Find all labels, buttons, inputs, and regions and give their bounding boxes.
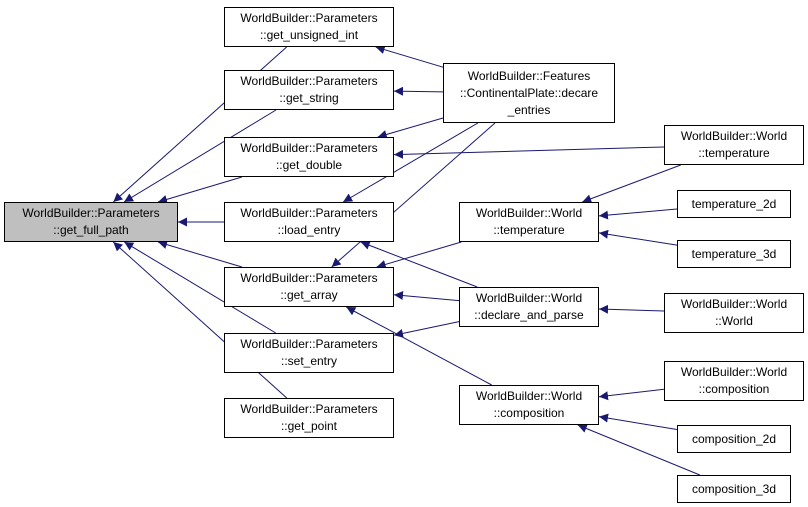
node-label-line: WorldBuilder::Parameters (240, 74, 378, 88)
edge-declare-parse-to-load-entry (360, 241, 478, 288)
edge-w-composition-to-composition (598, 388, 665, 401)
node-composition[interactable]: WorldBuilder::World::composition (459, 385, 599, 425)
node-label-line: composition_3d (691, 481, 777, 496)
node-composition-3d[interactable]: composition_3d (677, 475, 791, 503)
node-string[interactable]: WorldBuilder::Parameters::get_string (224, 70, 394, 110)
edge-decare-to-load-entry (342, 122, 479, 203)
node-label-line: _entries (507, 102, 551, 117)
node-label-line: temperature_3d (691, 246, 777, 261)
edge-string-to-full-path (123, 109, 277, 203)
node-unsigned[interactable]: WorldBuilder::Parameters::get_unsigned_i… (224, 7, 394, 47)
node-label-line: WorldBuilder::Parameters (240, 402, 378, 416)
node-label-line: WorldBuilder::World (680, 129, 788, 143)
node-label-line: WorldBuilder::World (680, 365, 788, 379)
node-label-line: WorldBuilder::World (475, 389, 583, 403)
edge-set-entry-to-full-path (124, 241, 276, 334)
node-label-line: ::temperature (698, 146, 770, 160)
node-label-line: ::get_double (275, 158, 343, 172)
edge-temperature-2d-to-temperature (598, 208, 678, 220)
node-label-line: ::composition (493, 406, 565, 420)
node-label-line: ::composition (698, 382, 770, 396)
edge-declare-parse-to-set-entry (393, 321, 460, 338)
edge-decare-to-double (377, 117, 444, 139)
node-w-world[interactable]: WorldBuilder::World::World (664, 293, 804, 333)
edge-composition-to-array (346, 306, 492, 386)
node-label-line: WorldBuilder::Parameters (240, 141, 378, 155)
node-label-line: ::World (715, 314, 753, 328)
node-full-path: WorldBuilder::Parameters::get_full_path (4, 202, 178, 242)
node-label-line: WorldBuilder::Parameters (22, 206, 160, 220)
node-label-line: ::set_entry (280, 354, 338, 368)
node-label-line: WorldBuilder::Parameters (240, 337, 378, 351)
node-label-line: ::get_array (280, 288, 338, 302)
node-composition-2d[interactable]: composition_2d (677, 425, 791, 453)
node-set-entry[interactable]: WorldBuilder::Parameters::set_entry (224, 333, 394, 373)
node-label-line: WorldBuilder::Parameters (240, 206, 378, 220)
edge-w-temperature-to-temperature (582, 164, 681, 204)
node-label-line: ::get_point (280, 419, 338, 433)
node-label-line: WorldBuilder::Parameters (240, 271, 378, 285)
edge-decare-to-array (331, 122, 496, 268)
node-array[interactable]: WorldBuilder::Parameters::get_array (224, 267, 394, 307)
edge-declare-parse-to-array (393, 291, 460, 302)
node-w-temperature[interactable]: WorldBuilder::World::temperature (664, 125, 804, 165)
node-temperature-3d[interactable]: temperature_3d (677, 240, 791, 268)
node-label-line: ::get_unsigned_int (259, 28, 359, 42)
node-label-line: WorldBuilder::Parameters (240, 11, 378, 25)
node-label-line: ::load_entry (277, 223, 341, 237)
node-label-line: WorldBuilder::Features (467, 68, 591, 83)
node-label-line: temperature_2d (691, 196, 777, 211)
edge-double-to-full-path (157, 176, 243, 204)
edge-composition-2d-to-composition (598, 413, 678, 431)
node-double[interactable]: WorldBuilder::Parameters::get_double (224, 137, 394, 177)
node-label-line: ::temperature (493, 223, 565, 237)
node-temperature[interactable]: WorldBuilder::World::temperature (459, 202, 599, 242)
node-label-line: WorldBuilder::World (680, 297, 788, 311)
node-w-composition[interactable]: WorldBuilder::World::composition (664, 361, 804, 401)
node-label-line: WorldBuilder::World (475, 206, 583, 220)
node-load-entry[interactable]: WorldBuilder::Parameters::load_entry (224, 202, 394, 242)
edge-point-to-full-path (112, 241, 288, 399)
node-label-line: ::get_string (279, 91, 339, 105)
edge-w-world-to-declare-parse (598, 304, 665, 314)
edge-temperature-3d-to-temperature (598, 229, 678, 246)
node-point[interactable]: WorldBuilder::Parameters::get_point (224, 398, 394, 438)
edge-array-to-full-path (157, 240, 243, 268)
node-label-line: composition_2d (691, 431, 777, 446)
edge-temperature-to-array (376, 241, 462, 269)
node-label-line: WorldBuilder::World (475, 291, 583, 305)
edge-w-temperature-to-double (393, 146, 665, 159)
edge-decare-to-unsigned (375, 45, 444, 68)
node-decare[interactable]: WorldBuilder::Features::ContinentalPlate… (443, 63, 615, 123)
node-temperature-2d[interactable]: temperature_2d (677, 190, 791, 218)
node-label-line: ::declare_and_parse (474, 308, 584, 322)
edge-decare-to-string (393, 86, 444, 96)
node-label-line: ::get_full_path (53, 223, 129, 237)
node-label-line: ::ContinentalPlate::decare (459, 85, 599, 100)
node-declare-parse[interactable]: WorldBuilder::World::declare_and_parse (459, 287, 599, 327)
edge-composition-3d-to-composition (577, 424, 701, 476)
